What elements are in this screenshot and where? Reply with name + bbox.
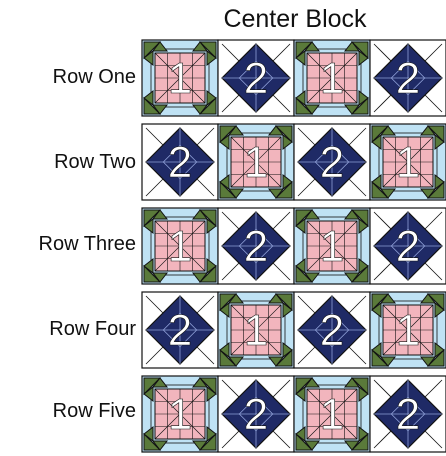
block-2: 2 (218, 40, 294, 116)
block-1: 1 (142, 376, 218, 452)
block-number: 2 (244, 390, 268, 439)
block-1: 1 (142, 40, 218, 116)
quilt-row-5: 1 2 1 2 (142, 376, 446, 452)
block-1: 1 (294, 376, 370, 452)
block-number: 1 (396, 306, 420, 355)
block-1: 1 (218, 292, 294, 368)
block-number: 2 (168, 306, 192, 355)
block-number: 2 (320, 306, 344, 355)
block-1: 1 (370, 292, 446, 368)
block-number: 1 (168, 222, 192, 271)
block-2: 2 (370, 376, 446, 452)
block-number: 2 (320, 138, 344, 187)
block-2: 2 (294, 124, 370, 200)
block-number: 1 (320, 222, 344, 271)
block-2: 2 (142, 124, 218, 200)
block-1: 1 (294, 208, 370, 284)
block-2: 2 (370, 40, 446, 116)
block-1: 1 (370, 124, 446, 200)
quilt-row-2: 2 1 2 1 (142, 124, 446, 200)
block-2: 2 (142, 292, 218, 368)
block-number: 1 (320, 54, 344, 103)
block-number: 2 (396, 222, 420, 271)
block-number: 2 (396, 54, 420, 103)
block-1: 1 (142, 208, 218, 284)
block-number: 1 (320, 390, 344, 439)
block-1: 1 (218, 124, 294, 200)
block-number: 2 (168, 138, 192, 187)
block-number: 2 (396, 390, 420, 439)
block-number: 1 (168, 54, 192, 103)
quilt-row-3: 1 2 1 2 (142, 208, 446, 284)
block-2: 2 (370, 208, 446, 284)
block-number: 1 (168, 390, 192, 439)
block-2: 2 (294, 292, 370, 368)
block-number: 1 (396, 138, 420, 187)
block-number: 2 (244, 222, 268, 271)
block-number: 2 (244, 54, 268, 103)
block-2: 2 (218, 208, 294, 284)
quilt-row-4: 2 1 2 1 (142, 292, 446, 368)
block-1: 1 (294, 40, 370, 116)
block-number: 1 (244, 306, 268, 355)
block-number: 1 (244, 138, 268, 187)
quilt-row-1: 1 2 1 2 (142, 40, 446, 116)
block-2: 2 (218, 376, 294, 452)
